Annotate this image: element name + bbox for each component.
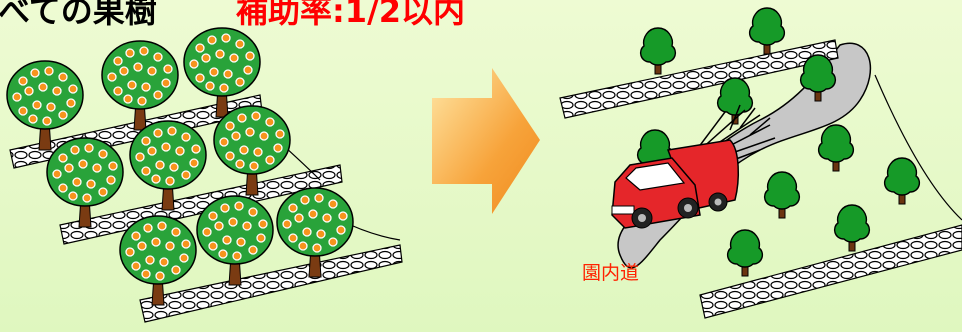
- right-arrow-icon: [432, 68, 540, 214]
- orchard-road-label: 園内道: [582, 262, 640, 284]
- orchard-fruit-trees-icon: [5, 26, 403, 323]
- header-left-text: べての果樹: [0, 0, 157, 30]
- header-subsidy-rate: 補助率:1/2以内: [236, 0, 466, 30]
- renovated-orchard-scene: [559, 7, 962, 319]
- truck-icon: [611, 139, 740, 229]
